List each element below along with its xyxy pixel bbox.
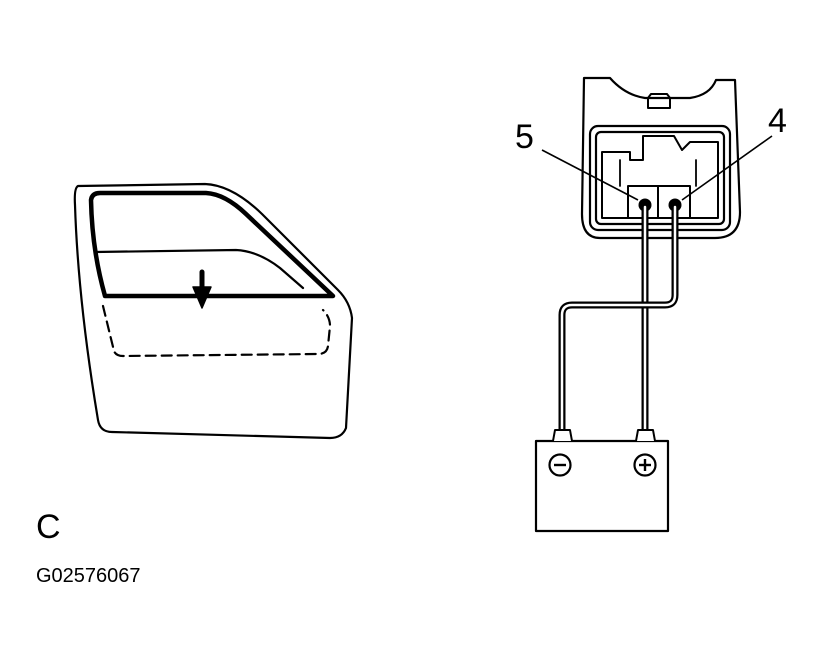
battery-icon (534, 429, 670, 533)
lead-wire-negative (558, 203, 679, 434)
connector-latch (647, 93, 671, 109)
pin-label-4: 4 (768, 102, 787, 140)
figure-code: G02576067 (36, 565, 141, 587)
plus-circle-icon (633, 453, 657, 477)
window-glass-top (93, 248, 305, 290)
battery-case (534, 439, 670, 533)
connector-housing (580, 76, 742, 240)
arrow-down-icon (192, 269, 212, 309)
view-letter: C (36, 508, 61, 546)
motor-connector-icon (580, 76, 742, 240)
battery-post-negative (552, 429, 573, 442)
minus-circle-icon (548, 453, 572, 477)
leader-line-5 (541, 149, 639, 201)
battery-post-positive (635, 429, 656, 442)
leader-line-4 (681, 135, 773, 201)
pin-label-5: 5 (515, 118, 534, 156)
window-frame (88, 190, 336, 299)
connector-cavity (601, 135, 719, 219)
door-outline-icon (73, 182, 354, 440)
door-body (73, 182, 354, 440)
window-glass-lowered (101, 304, 332, 358)
